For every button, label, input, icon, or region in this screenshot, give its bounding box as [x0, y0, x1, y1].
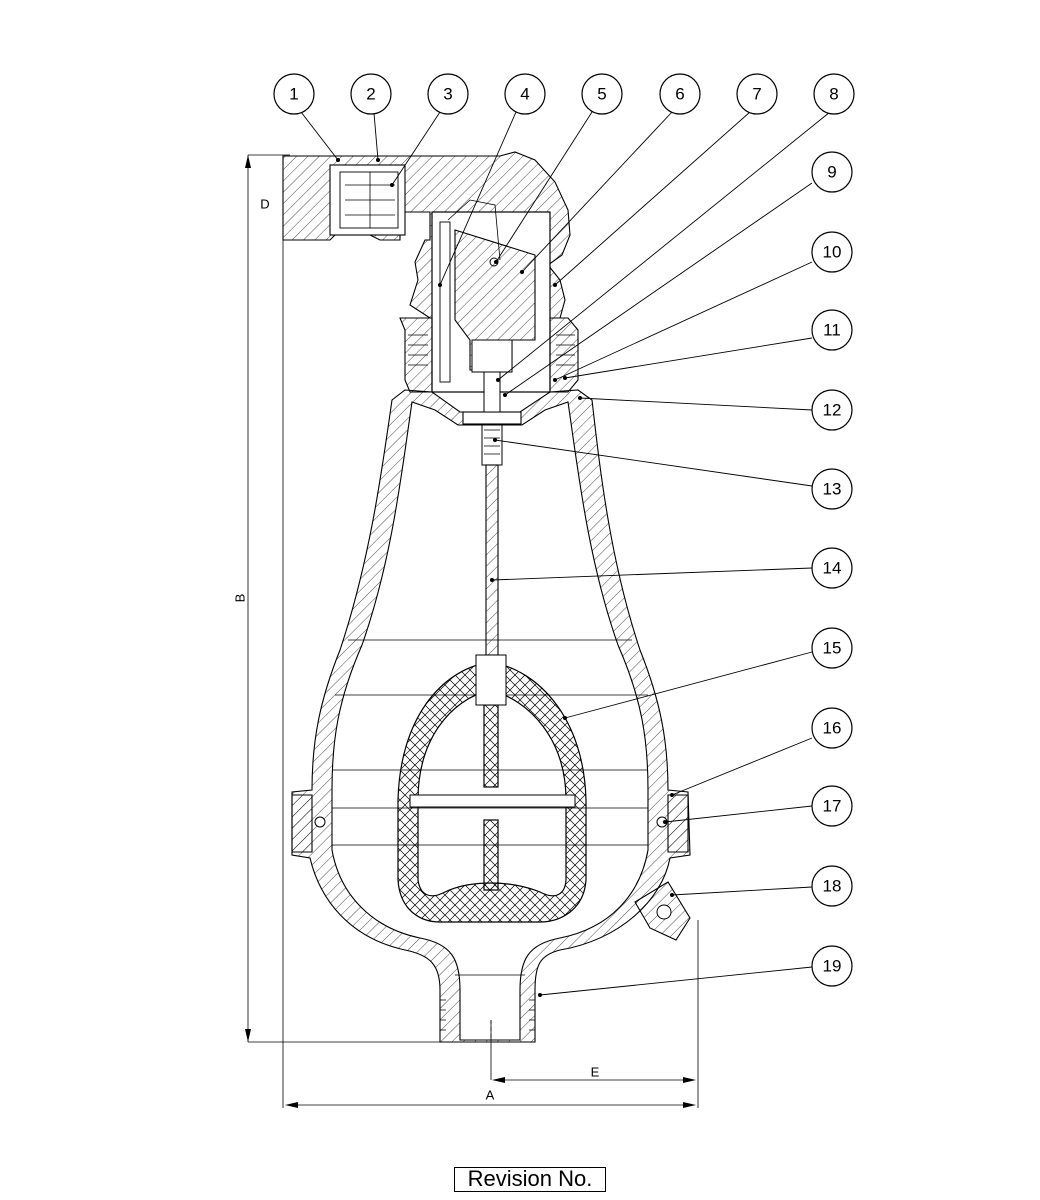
balloon-3: 3 [427, 73, 469, 115]
leader-lines [300, 111, 831, 997]
dimension-b: B [233, 154, 450, 1043]
balloon-4: 4 [504, 73, 546, 115]
balloon-6: 6 [659, 73, 701, 115]
drain-plug [634, 881, 691, 941]
balloon-15: 15 [811, 627, 853, 669]
balloon-14-label: 14 [823, 559, 842, 578]
dimension-d-label: D [260, 197, 269, 212]
balloon-1-label: 1 [289, 85, 298, 104]
balloon-5: 5 [581, 73, 623, 115]
balloon-1: 1 [273, 73, 315, 115]
balloon-16-label: 16 [823, 719, 842, 738]
balloon-3-label: 3 [443, 85, 452, 104]
dimension-d: D [260, 163, 284, 245]
balloon-5-label: 5 [597, 85, 606, 104]
balloon-12: 12 [811, 389, 853, 431]
balloon-10: 10 [811, 231, 853, 273]
balloon-9-label: 9 [827, 163, 836, 182]
balloon-11-label: 11 [823, 321, 841, 340]
upper-chamber [399, 199, 579, 393]
balloon-18-label: 18 [823, 877, 842, 896]
balloon-9: 9 [811, 151, 853, 193]
balloon-7: 7 [736, 73, 778, 115]
balloon-6-label: 6 [675, 85, 684, 104]
balloon-10-label: 10 [823, 243, 842, 262]
balloon-12-label: 12 [823, 401, 842, 420]
balloon-2: 2 [350, 73, 392, 115]
balloon-17: 17 [811, 785, 853, 827]
dimension-b-label: B [233, 594, 248, 603]
balloon-19-label: 19 [823, 957, 842, 976]
balloon-13: 13 [811, 468, 853, 510]
float [397, 654, 587, 923]
right-flange-clamp [656, 794, 689, 853]
left-flange-clamp [291, 794, 326, 853]
balloon-11: 11 [811, 309, 853, 351]
dimension-e-label: E [591, 1065, 600, 1080]
balloon-19: 19 [811, 945, 853, 987]
valve-body [291, 389, 691, 1043]
balloon-18: 18 [811, 865, 853, 907]
balloon-14: 14 [811, 547, 853, 589]
balloon-17-label: 17 [823, 797, 842, 816]
balloon-16: 16 [811, 707, 853, 749]
balloon-15-label: 15 [823, 639, 842, 658]
dimension-a: A [282, 245, 699, 1108]
balloon-8-label: 8 [829, 85, 838, 104]
balloon-4-label: 4 [520, 85, 529, 104]
dimension-a-label: A [486, 1088, 495, 1103]
stem [462, 371, 522, 656]
balloon-7-label: 7 [752, 85, 761, 104]
balloon-13-label: 13 [823, 480, 842, 499]
revision-number-box: Revision No. [454, 1167, 606, 1192]
balloon-8: 8 [813, 73, 855, 115]
balloon-2-label: 2 [366, 85, 375, 104]
